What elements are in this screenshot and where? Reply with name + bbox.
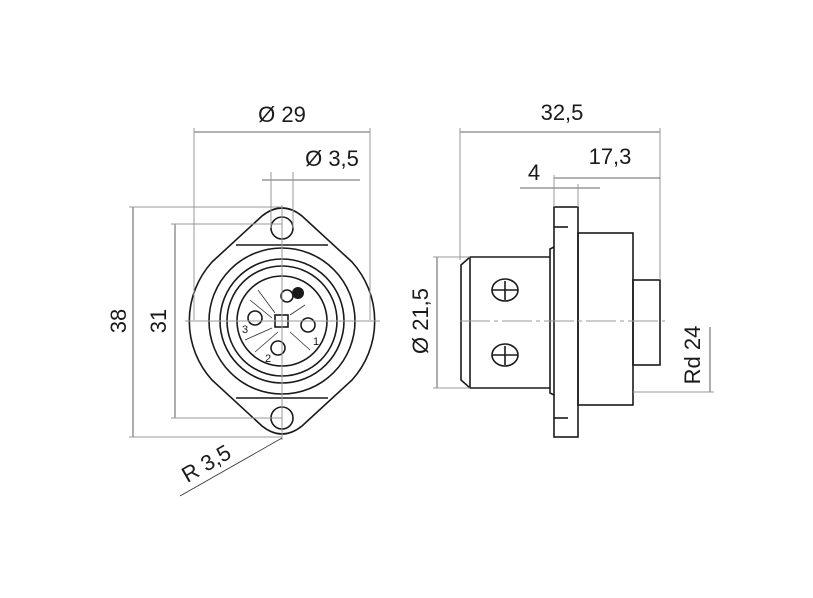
front-view: 3 1 2 Ø 29 Ø 3,5 38 31 R 3,5 (106, 102, 380, 497)
screw-top (491, 278, 519, 302)
dim-flange-4: 4 (528, 160, 540, 185)
pin-pe (280, 289, 294, 303)
dim-height-38: 38 (106, 309, 131, 333)
dim-length-17-3: 17,3 (589, 144, 632, 169)
front-body (460, 256, 550, 389)
dim-diameter-29: Ø 29 (258, 102, 306, 127)
flange-outline (188, 207, 376, 435)
side-view: 32,5 17,3 4 Ø 21,5 Rd 24 (408, 100, 714, 438)
flange (553, 206, 579, 438)
dim-spacing-31: 31 (146, 309, 171, 333)
screw-bottom (491, 343, 519, 367)
dim-radius: R 3,5 (177, 440, 235, 488)
pin-label-3: 3 (242, 324, 248, 336)
pin-2 (270, 340, 286, 356)
dim-thread-rd24: Rd 24 (680, 326, 705, 385)
dim-diameter-21-5: Ø 21,5 (408, 288, 433, 354)
pin-3 (247, 310, 263, 326)
dim-hole-diameter: Ø 3,5 (305, 146, 359, 171)
insert-segments (244, 289, 311, 353)
pin-label-1: 1 (313, 336, 319, 348)
thread-end (632, 279, 661, 366)
dim-length-32-5: 32,5 (541, 100, 584, 125)
pin-label-2: 2 (265, 353, 271, 365)
rear-body (577, 232, 634, 406)
radius-leader (179, 437, 283, 497)
ground-symbol-icon (292, 287, 304, 299)
pin-1 (300, 317, 316, 333)
